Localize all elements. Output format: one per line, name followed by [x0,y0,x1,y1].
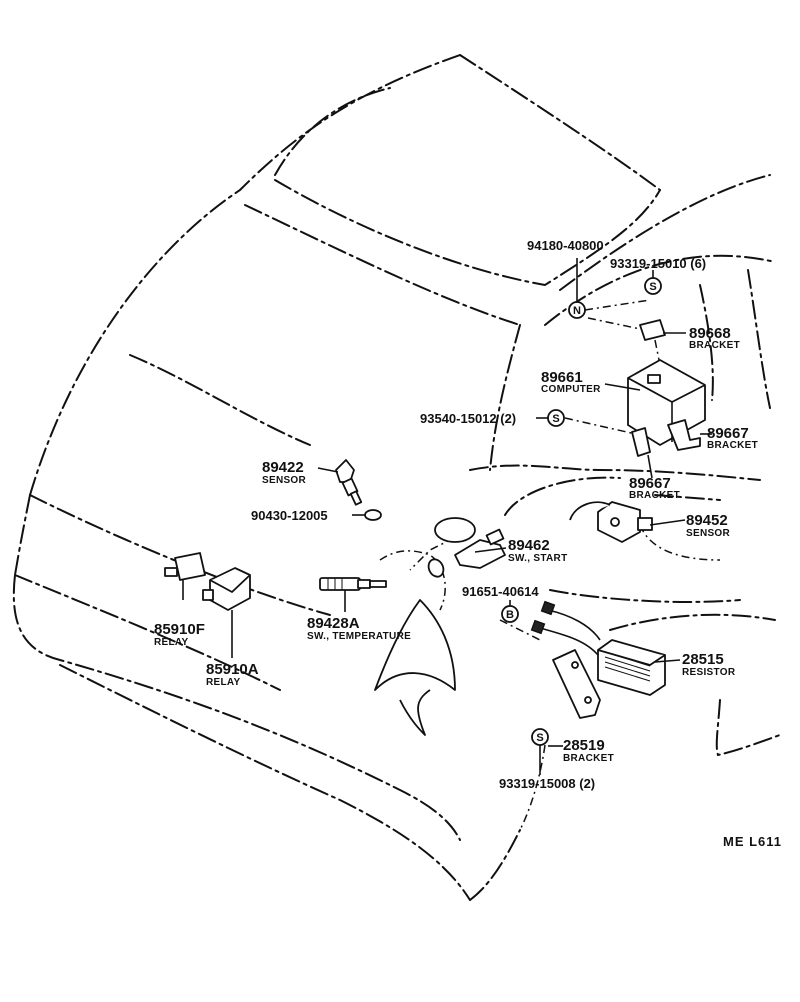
sensor-89422 [335,459,382,521]
label-93319-15010: 93319-15010 (6) [610,256,706,271]
label-89661: 89661 COMPUTER [541,369,601,395]
svg-text:89668: 89668 [689,325,731,342]
relay-85910F [164,552,206,600]
fan-assembly [374,517,476,736]
temperature-switch-89428A [319,577,387,591]
nut-symbol: N [568,258,586,319]
label-89428A: 89428A SW., TEMPERATURE [307,615,411,642]
svg-text:89667: 89667 [629,475,671,492]
label-89452: 89452 SENSOR [686,512,731,539]
label-93540: 93540-15012 (2) [420,411,516,426]
svg-text:93319-15008 (2): 93319-15008 (2) [499,776,595,791]
svg-text:93319-15010 (6): 93319-15010 (6) [610,256,706,271]
svg-text:BRACKET: BRACKET [707,440,758,451]
label-28515: 28515 RESISTOR [682,651,736,678]
svg-text:S: S [536,732,543,744]
svg-text:89428A: 89428A [307,615,360,632]
screw-symbol-93319-15010: S [644,270,662,295]
label-89462: 89462 SW., START [508,537,567,564]
start-switch-89462 [427,528,506,578]
svg-text:BRACKET: BRACKET [629,490,680,501]
svg-text:SW., START: SW., START [508,553,567,564]
svg-text:S: S [649,281,656,293]
svg-text:RELAY: RELAY [154,637,189,648]
svg-text:BRACKET: BRACKET [689,340,740,351]
label-89667-lower: 89667 BRACKET [629,475,680,501]
relay-85910A [202,567,251,611]
bolt-symbol-91651: B [501,600,519,623]
svg-text:COMPUTER: COMPUTER [541,384,601,395]
svg-text:RESISTOR: RESISTOR [682,667,736,678]
svg-text:RELAY: RELAY [206,677,241,688]
svg-text:89667: 89667 [707,425,749,442]
svg-text:SENSOR: SENSOR [262,475,307,486]
screw-symbol-93540: S [547,409,565,427]
label-85910A: 85910A RELAY [206,661,259,688]
svg-text:85910A: 85910A [206,661,259,678]
svg-text:89661: 89661 [541,369,583,386]
svg-text:BRACKET: BRACKET [563,753,614,764]
label-89668: 89668 BRACKET [689,325,740,351]
svg-text:28519: 28519 [563,737,605,754]
svg-text:B: B [506,609,514,621]
label-85910F: 85910F RELAY [154,621,205,648]
svg-text:S: S [552,413,559,425]
svg-text:93540-15012 (2): 93540-15012 (2) [420,411,516,426]
svg-text:94180-40800: 94180-40800 [527,238,604,253]
resistor-28515 [530,600,666,696]
label-89667-right: 89667 BRACKET [707,425,758,451]
svg-text:SW., TEMPERATURE: SW., TEMPERATURE [307,631,411,642]
svg-text:N: N [573,305,581,317]
svg-text:91651-40614: 91651-40614 [462,584,539,599]
diagram-code: ME L611 [723,834,782,849]
svg-text:89452: 89452 [686,512,728,529]
sensor-89452 [569,501,653,543]
bracket-89667-a [631,427,651,457]
label-94180: 94180-40800 [527,238,604,253]
label-91651: 91651-40614 [462,584,539,599]
label-90430: 90430-12005 [251,508,328,523]
svg-text:89462: 89462 [508,537,550,554]
svg-text:89422: 89422 [262,459,304,476]
svg-text:85910F: 85910F [154,621,205,638]
svg-text:28515: 28515 [682,651,724,668]
label-28519: 28519 BRACKET [563,737,614,764]
label-leaders [231,332,712,747]
svg-text:SENSOR: SENSOR [686,528,731,539]
bracket-28519 [552,649,601,719]
svg-text:90430-12005: 90430-12005 [251,508,328,523]
label-89422: 89422 SENSOR [262,459,307,486]
bracket-89667-b [667,419,701,451]
assembly-leader-lines [409,299,721,831]
vehicle-body-outline [12,54,781,901]
label-93319-15008: 93319-15008 (2) [499,776,595,791]
screw-symbol-93319-15008: S [531,728,549,775]
